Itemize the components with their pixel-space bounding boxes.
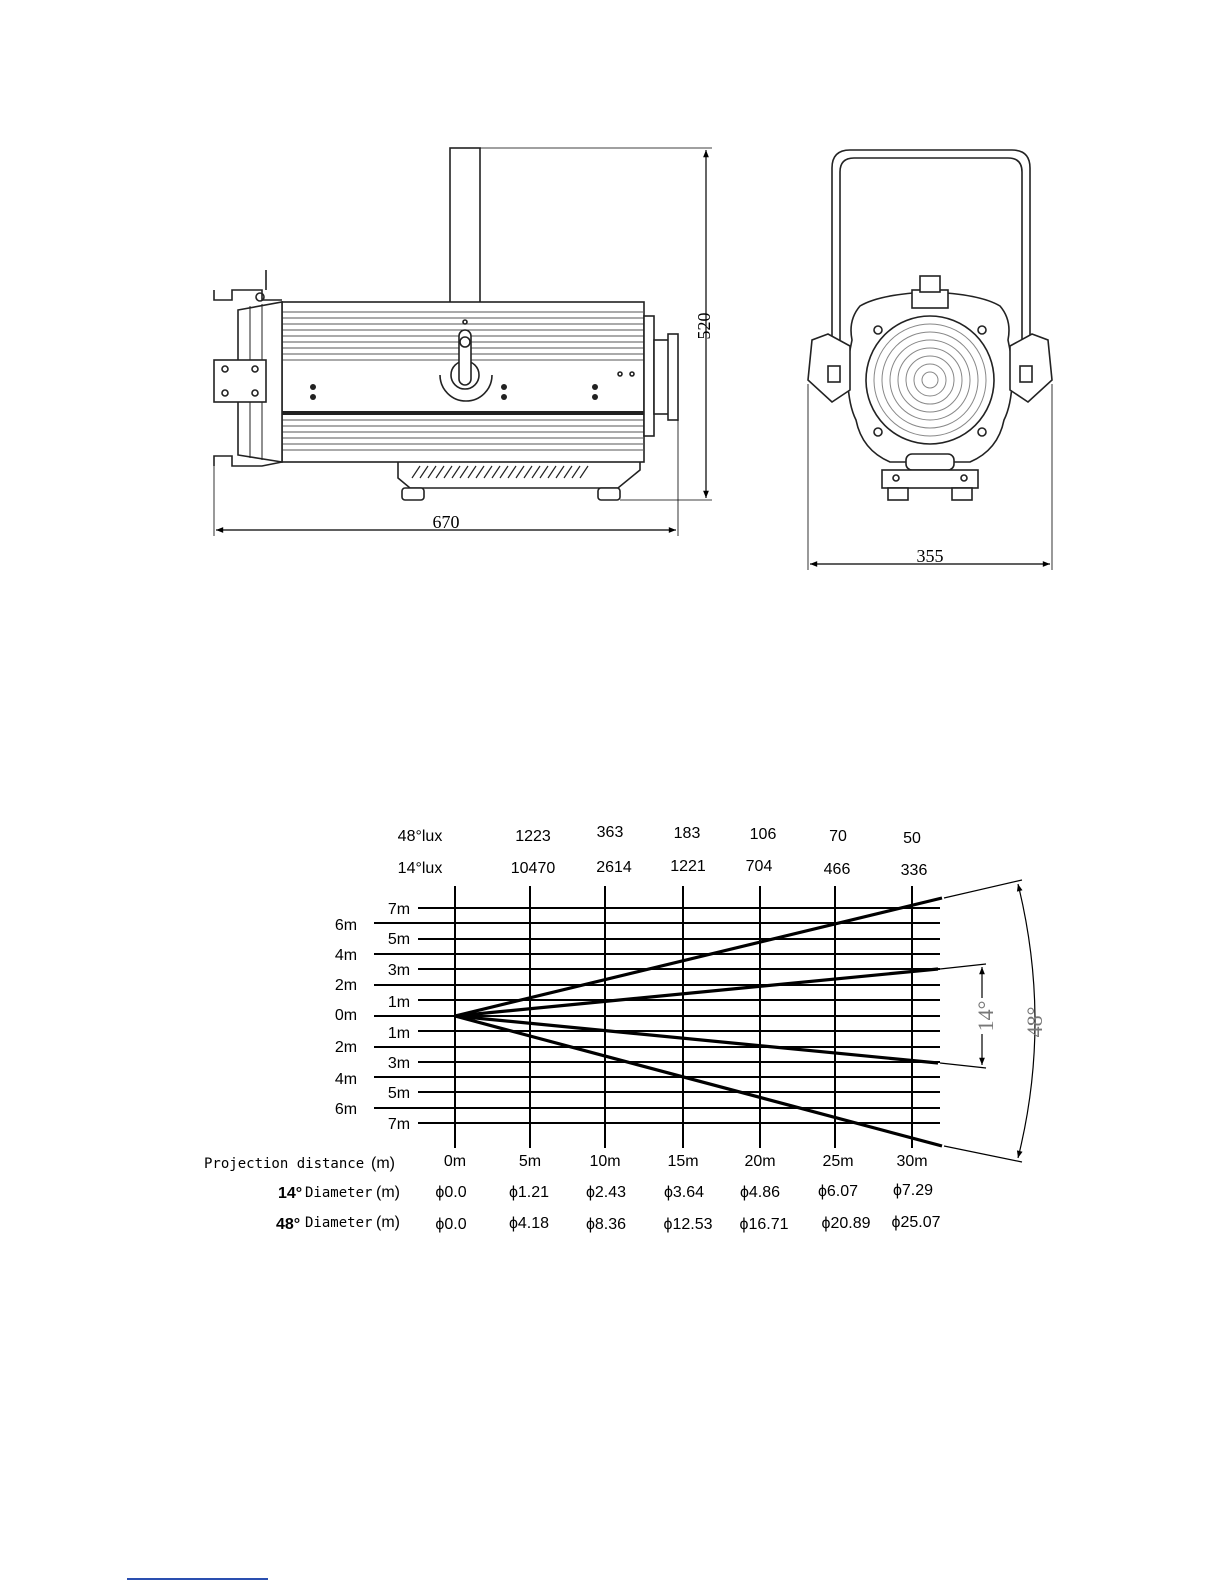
lux-14-row-label: 14°lux <box>398 860 443 877</box>
diameter-48-value: ϕ25.07 <box>892 1214 941 1231</box>
diameter-14-angle: 14° <box>278 1185 302 1202</box>
lux-14-value: 336 <box>901 862 928 879</box>
height-label: 0m <box>335 1007 357 1024</box>
diameter-48-angle: 48° <box>276 1216 300 1233</box>
diameter-48-value: ϕ0.0 <box>435 1216 466 1233</box>
distance-value: 0m <box>444 1153 466 1170</box>
diameter-14-value: ϕ3.64 <box>664 1184 704 1201</box>
lux-48-values: 1223 363 183 106 70 50 <box>515 824 921 847</box>
diameter-48-value: ϕ8.36 <box>586 1216 626 1233</box>
diameter-14-unit: (m) <box>376 1184 400 1201</box>
beam-14-lower <box>455 1016 938 1063</box>
beam-48-angle-label: 48° <box>1022 1007 1047 1038</box>
height-label: 4m <box>335 947 357 964</box>
height-label: 1m <box>388 994 410 1011</box>
lux-14-value: 704 <box>746 858 773 875</box>
diameter-14-value: ϕ1.21 <box>509 1184 549 1201</box>
distance-value: 20m <box>744 1153 775 1170</box>
height-label: 6m <box>335 1101 357 1118</box>
lux-48-value: 70 <box>829 828 847 845</box>
side-view-drawing <box>214 148 678 500</box>
height-label: 7m <box>388 1116 410 1133</box>
side-height-dimension: 520 <box>694 313 714 340</box>
lux-48-value: 1223 <box>515 828 551 845</box>
height-label: 4m <box>335 1071 357 1088</box>
diameter-14-value: ϕ2.43 <box>586 1184 626 1201</box>
diameter-14-value: ϕ4.86 <box>740 1184 780 1201</box>
distance-unit: (m) <box>371 1155 395 1172</box>
lux-48-value: 363 <box>597 824 624 841</box>
beam-14-upper <box>455 969 938 1016</box>
distance-values: 0m 5m 10m 15m 20m 25m 30m <box>444 1153 928 1170</box>
lux-48-row-label: 48°lux <box>398 828 443 845</box>
beam-14-angle-label: 14° <box>973 1001 998 1032</box>
diameter-14-word: Diameter <box>305 1185 372 1201</box>
beam-48-upper <box>455 898 942 1016</box>
height-labels-outer: 6m 4m 2m 0m 2m 4m 6m <box>335 917 357 1118</box>
diameter-48-value: ϕ4.18 <box>509 1215 549 1232</box>
height-label: 2m <box>335 977 357 994</box>
diameter-48-word: Diameter <box>305 1215 372 1231</box>
lux-48-value: 106 <box>750 826 777 843</box>
lux-48-value: 183 <box>674 825 701 842</box>
distance-value: 10m <box>589 1153 620 1170</box>
diameter-48-value: ϕ16.71 <box>740 1216 789 1233</box>
side-length-dimension: 670 <box>433 512 460 532</box>
distance-value: 30m <box>896 1153 927 1170</box>
height-label: 7m <box>388 901 410 918</box>
lux-14-value: 466 <box>824 861 851 878</box>
height-label: 5m <box>388 1085 410 1102</box>
diameter-14-value: ϕ7.29 <box>893 1182 933 1199</box>
front-width-dimension: 355 <box>917 546 944 566</box>
distance-value: 5m <box>519 1153 541 1170</box>
lux-14-value: 1221 <box>670 858 706 875</box>
height-label: 1m <box>388 1025 410 1042</box>
diameter-14-value: ϕ6.07 <box>818 1183 858 1200</box>
height-label: 6m <box>335 917 357 934</box>
distance-value: 25m <box>822 1153 853 1170</box>
height-label: 3m <box>388 1055 410 1072</box>
lux-48-value: 50 <box>903 830 921 847</box>
height-label: 5m <box>388 931 410 948</box>
lux-14-value: 10470 <box>511 860 556 877</box>
diameter-14-value: ϕ0.0 <box>435 1184 466 1201</box>
beam-chart: 14° 48° 48°lux 14°lux 1223 363 183 106 7… <box>204 824 1047 1233</box>
diameter-48-values: ϕ0.0 ϕ4.18 ϕ8.36 ϕ12.53 ϕ16.71 ϕ20.89 ϕ2… <box>435 1214 940 1233</box>
front-view-drawing <box>808 150 1052 500</box>
lux-14-values: 10470 2614 1221 704 466 336 <box>511 858 928 879</box>
lux-14-value: 2614 <box>596 859 632 876</box>
distance-value: 15m <box>667 1153 698 1170</box>
beam-48-lower <box>455 1016 942 1146</box>
height-label: 2m <box>335 1039 357 1056</box>
diameter-48-value: ϕ12.53 <box>664 1216 713 1233</box>
height-label: 3m <box>388 962 410 979</box>
diameter-48-unit: (m) <box>376 1214 400 1231</box>
diameter-14-values: ϕ0.0 ϕ1.21 ϕ2.43 ϕ3.64 ϕ4.86 ϕ6.07 ϕ7.29 <box>435 1182 933 1201</box>
projection-distance-label: Projection distance <box>204 1156 364 1172</box>
diameter-48-value: ϕ20.89 <box>822 1215 871 1232</box>
